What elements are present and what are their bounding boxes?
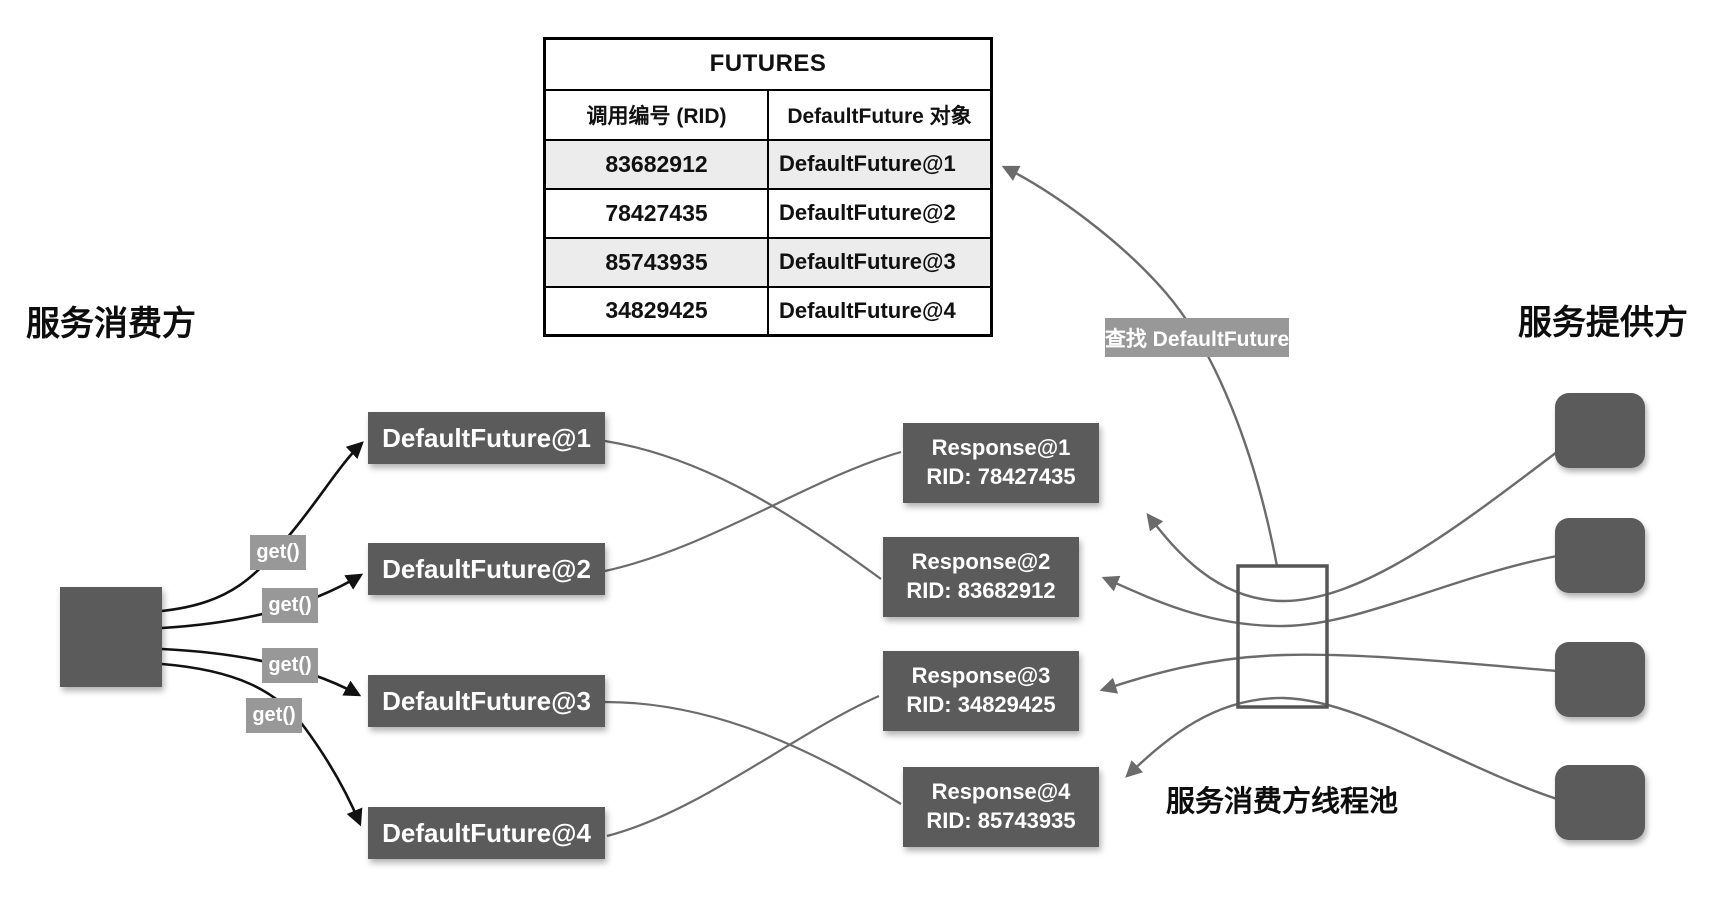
get-call-tag-4: get() bbox=[246, 698, 302, 733]
futures-table-title: FUTURES bbox=[543, 37, 993, 91]
consumer-node bbox=[60, 587, 162, 687]
consumer-title: 服务消费方 bbox=[26, 305, 196, 343]
futures-table: FUTURES 调用编号 (RID) DefaultFuture 对象 8368… bbox=[543, 37, 993, 337]
response-box-4: Response@4 RID: 85743935 bbox=[903, 767, 1099, 847]
get-call-tag-2: get() bbox=[262, 588, 318, 623]
table-row: 83682912 DefaultFuture@1 bbox=[543, 138, 993, 190]
thread-pool-rect bbox=[1236, 564, 1329, 709]
table-row: 34829425 DefaultFuture@4 bbox=[543, 285, 993, 337]
provider-node-1 bbox=[1555, 393, 1645, 468]
response-box-1: Response@1 RID: 78427435 bbox=[903, 423, 1099, 503]
response-rid: RID: 83682912 bbox=[906, 578, 1056, 603]
arrow-consumer-to-future-4 bbox=[161, 662, 363, 827]
link-future4-response3 bbox=[606, 694, 880, 838]
future-cell: DefaultFuture@4 bbox=[767, 285, 993, 337]
column-header-future: DefaultFuture 对象 bbox=[767, 88, 993, 141]
future-box-2: DefaultFuture@2 bbox=[368, 543, 605, 595]
rid-cell: 85743935 bbox=[543, 236, 769, 288]
future-box-3: DefaultFuture@3 bbox=[368, 675, 605, 727]
response-box-3: Response@3 RID: 34829425 bbox=[883, 651, 1079, 731]
rid-cell: 83682912 bbox=[543, 138, 769, 190]
arrow-consumer-to-future-1 bbox=[161, 441, 364, 613]
table-row: 78427435 DefaultFuture@2 bbox=[543, 187, 993, 239]
future-box-1: DefaultFuture@1 bbox=[368, 412, 605, 464]
provider-node-2 bbox=[1555, 518, 1645, 593]
arrow-provider1-to-response1 bbox=[1146, 451, 1558, 603]
link-future3-response4 bbox=[604, 700, 902, 805]
future-cell: DefaultFuture@2 bbox=[767, 187, 993, 239]
response-rid: RID: 34829425 bbox=[906, 692, 1056, 717]
response-rid: RID: 78427435 bbox=[926, 464, 1076, 489]
table-row: 调用编号 (RID) DefaultFuture 对象 bbox=[543, 88, 993, 141]
link-future2-response1 bbox=[604, 450, 902, 573]
arrow-pool-to-futures-table bbox=[1001, 165, 1279, 567]
future-box-4: DefaultFuture@4 bbox=[368, 807, 605, 859]
response-name: Response@2 bbox=[911, 549, 1051, 575]
get-call-tag-1: get() bbox=[250, 535, 306, 570]
lookup-defaultfuture-tag: 查找 DefaultFuture bbox=[1105, 318, 1289, 357]
get-call-tag-3: get() bbox=[262, 648, 318, 683]
rid-cell: 78427435 bbox=[543, 187, 769, 239]
arrow-provider4-to-response4 bbox=[1125, 696, 1558, 801]
table-row: FUTURES bbox=[543, 37, 993, 91]
rid-cell: 34829425 bbox=[543, 285, 769, 337]
future-cell: DefaultFuture@3 bbox=[767, 236, 993, 288]
response-rid: RID: 85743935 bbox=[926, 808, 1076, 833]
provider-node-4 bbox=[1555, 765, 1645, 840]
arrow-provider2-to-response2 bbox=[1101, 554, 1558, 628]
provider-node-3 bbox=[1555, 642, 1645, 717]
link-future1-response2 bbox=[604, 439, 882, 580]
future-cell: DefaultFuture@1 bbox=[767, 138, 993, 190]
response-name: Response@3 bbox=[911, 663, 1051, 689]
response-name: Response@4 bbox=[931, 779, 1071, 805]
provider-title: 服务提供方 bbox=[1518, 304, 1688, 342]
arrow-provider3-to-response3 bbox=[1099, 653, 1558, 694]
thread-pool-label: 服务消费方线程池 bbox=[1166, 786, 1399, 818]
response-box-2: Response@2 RID: 83682912 bbox=[883, 537, 1079, 617]
response-name: Response@1 bbox=[931, 435, 1071, 461]
table-row: 85743935 DefaultFuture@3 bbox=[543, 236, 993, 288]
column-header-rid: 调用编号 (RID) bbox=[543, 88, 769, 141]
